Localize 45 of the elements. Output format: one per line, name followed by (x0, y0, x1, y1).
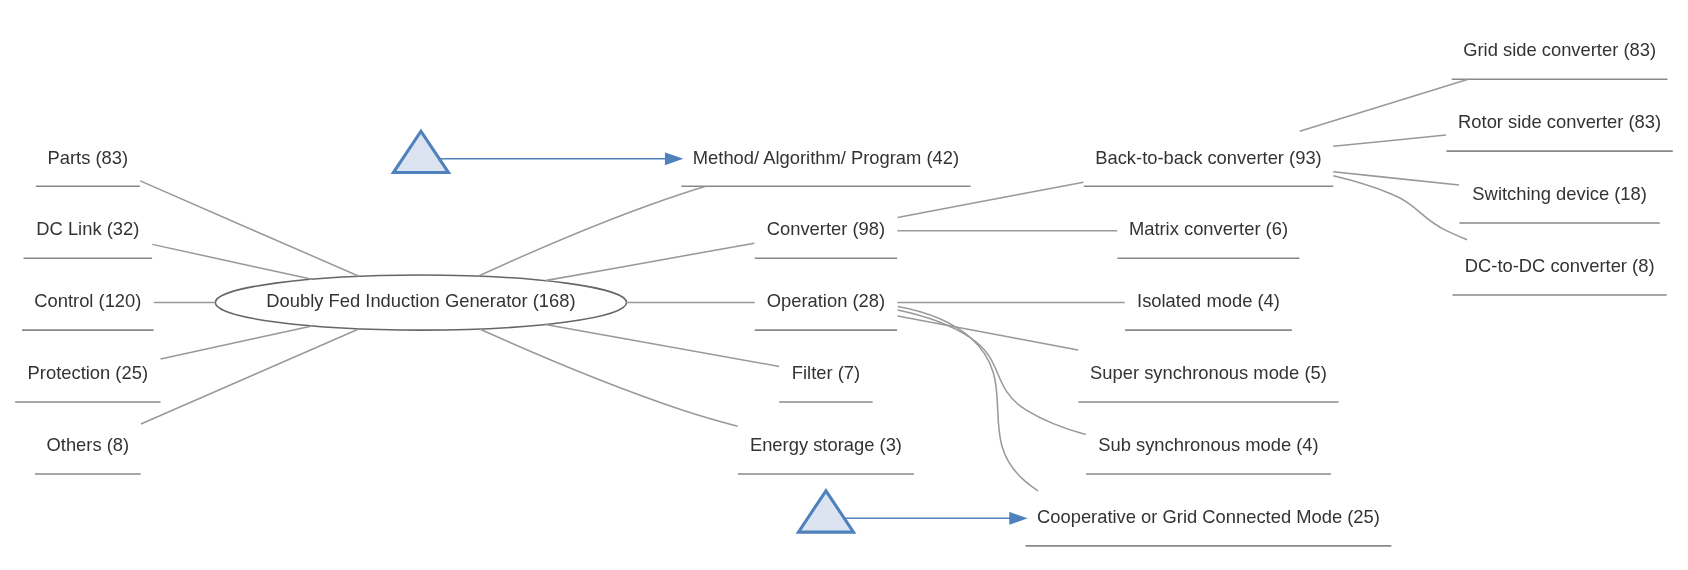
node-text: DC-to-DC converter (8) (1464, 255, 1655, 277)
connector (896, 309, 1087, 436)
connector (153, 301, 217, 304)
connector (544, 242, 756, 282)
node-text: Converter (98) (766, 218, 886, 240)
node-text: Grid side converter (83) (1463, 39, 1657, 61)
connector (896, 181, 1085, 219)
connector (896, 301, 1126, 304)
node-triangle (390, 128, 452, 175)
connector (1332, 175, 1468, 241)
node-triangle (795, 488, 857, 534)
arrow (844, 511, 1028, 525)
node-text: Sub synchronous mode (4) (1098, 434, 1319, 456)
node-text: Back-to-back converter (93) (1095, 146, 1322, 168)
connector (625, 301, 756, 304)
node-text: Isolated mode (4) (1137, 290, 1280, 312)
connector (151, 243, 313, 280)
connector (897, 305, 1039, 492)
node-text: Method/ Algorithm/ Program (42) (692, 146, 960, 168)
connector (140, 328, 360, 425)
node-text: Operation (28) (766, 290, 886, 312)
connector (896, 315, 1079, 351)
node-ellipse: Doubly Fed Induction Generator (168) (214, 274, 628, 331)
node-text: Protection (25) (27, 362, 149, 384)
connector (544, 323, 780, 368)
connector (1332, 171, 1460, 186)
node-text: Others (8) (46, 434, 130, 456)
node-text: Control (120) (34, 290, 142, 312)
connector (1298, 78, 1469, 132)
node-text: DC Link (32) (36, 218, 140, 240)
node-text: Cooperative or Grid Connected Mode (25) (1037, 506, 1380, 528)
node-text: Matrix converter (6) (1128, 218, 1289, 240)
node-text: Super synchronous mode (5) (1090, 362, 1327, 384)
connector (478, 328, 739, 427)
node-text: Energy storage (3) (749, 434, 902, 456)
connector (896, 229, 1118, 232)
node-text: Rotor side converter (83) (1458, 111, 1662, 133)
node-text: Filter (7) (791, 362, 861, 384)
connector (159, 325, 313, 360)
node-text: Switching device (18) (1472, 183, 1647, 205)
connector (477, 185, 707, 277)
connector (139, 180, 360, 278)
connector (1332, 134, 1447, 148)
arrow (438, 152, 684, 166)
node-text: Parts (83) (47, 146, 129, 168)
